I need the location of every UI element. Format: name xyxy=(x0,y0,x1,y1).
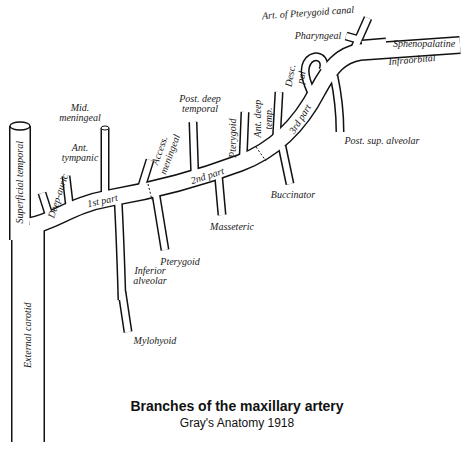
vessel-outline xyxy=(243,112,245,162)
vessel-lumen xyxy=(276,92,279,146)
vessel-label: Mylohyoid xyxy=(125,336,185,347)
vessel-label: Art. of Pterygoid canal xyxy=(243,3,373,23)
vessel-label: Post. deep temporal xyxy=(173,94,228,115)
vessel-outline xyxy=(346,36,360,40)
vessel-outline xyxy=(118,198,122,300)
vessel-lumen xyxy=(30,45,460,226)
vessel-lumen xyxy=(282,146,290,184)
vessel-label: Buccinator xyxy=(263,190,323,201)
vessel-outline xyxy=(155,189,165,250)
vessel-outline xyxy=(334,76,340,132)
vessel-label: Pterygoid xyxy=(228,108,239,168)
vessel-outline xyxy=(122,292,128,332)
vessel-label: Inferior alveolar xyxy=(128,266,173,287)
vessel-outlines xyxy=(20,18,460,442)
vessel-label: Pharyngeal xyxy=(288,31,348,42)
vessel-outline xyxy=(30,45,460,226)
figure-title: Branches of the maxillary artery xyxy=(0,398,474,414)
vessel-lumen xyxy=(362,42,386,44)
vessel-label: External carotid xyxy=(23,285,34,385)
vessel-lumen xyxy=(193,122,195,182)
vessel-lumen xyxy=(118,198,122,300)
vessel-cut-end xyxy=(10,122,30,130)
vessel-lumen xyxy=(155,189,165,250)
vessel-lumen xyxy=(122,292,128,332)
vessel-label: Sphenopalatine xyxy=(384,39,464,50)
vessel-lumen xyxy=(243,112,245,162)
vessel-label: Ant. tympanic xyxy=(58,143,103,164)
vessel-label: Access. meningeal xyxy=(147,127,182,177)
vessel-outline xyxy=(9,126,31,240)
vessel-outline xyxy=(276,92,279,146)
vessel-lumen xyxy=(305,57,324,98)
vessel-label: Ant. deep temp. xyxy=(253,96,274,141)
vessel-cut-end xyxy=(101,126,109,130)
part-divider xyxy=(256,147,266,161)
vessel-outline xyxy=(362,42,386,44)
branch-lumens xyxy=(42,18,386,332)
vessel-label: Masseteric xyxy=(202,222,262,233)
vessel-lumen xyxy=(346,36,360,40)
vessel-lumen xyxy=(334,76,340,132)
vessel-outline xyxy=(193,122,195,182)
part-divider xyxy=(148,184,152,200)
vessel-lumen xyxy=(140,160,150,192)
vessel-outline xyxy=(282,146,290,184)
figure-caption: Gray's Anatomy 1918 xyxy=(0,416,474,430)
vessel-lumen xyxy=(11,126,30,240)
vessel-label: Superficial temporal xyxy=(15,137,26,227)
vessel-lumens xyxy=(20,18,460,442)
vessel-label: Post. sup. alveolar xyxy=(335,136,430,147)
vessel-outline xyxy=(11,225,45,442)
vessel-lumen xyxy=(13,225,44,442)
vessel-lumen xyxy=(102,128,108,200)
vessel-label: Mid. meningeal xyxy=(57,103,103,124)
